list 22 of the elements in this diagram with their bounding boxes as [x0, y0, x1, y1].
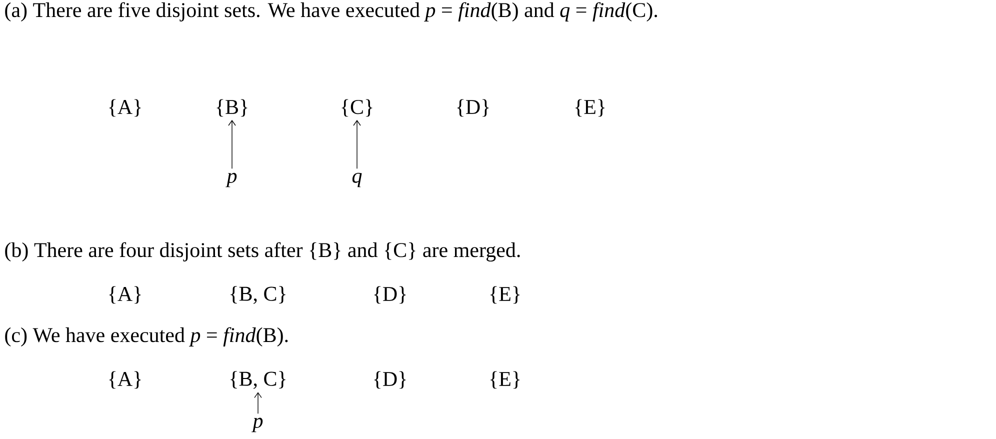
set-notation: {E}	[575, 99, 605, 117]
set-notation: {E}	[490, 286, 520, 304]
set-notation: {A}	[109, 371, 141, 389]
set-notation: {D}	[374, 286, 406, 304]
set-notation: {B, C}	[230, 286, 286, 304]
arrow	[254, 392, 262, 414]
description-text: (a) There are five disjoint sets. We have executed p = find(B) and q = find(C).	[5, 2, 658, 22]
set-notation: {E}	[490, 371, 520, 389]
set-notation: {C}	[342, 99, 372, 117]
pointer-variable: p	[252, 418, 263, 432]
set-notation: {A}	[109, 99, 141, 117]
set-notation: {D}	[457, 99, 489, 117]
arrow	[353, 120, 361, 169]
pointer-variable: q	[352, 172, 362, 188]
arrow	[228, 120, 236, 169]
description-text: (b) There are four disjoint sets after {B} and {C} are merged.	[5, 242, 520, 262]
set-notation: {B, C}	[230, 371, 286, 389]
set-notation: {A}	[109, 286, 141, 304]
set-notation: {D}	[374, 371, 406, 389]
description-text: (c) We have executed p = find(B).	[5, 327, 288, 346]
pointer-variable: p	[226, 172, 237, 188]
set-notation: {B}	[216, 99, 248, 117]
